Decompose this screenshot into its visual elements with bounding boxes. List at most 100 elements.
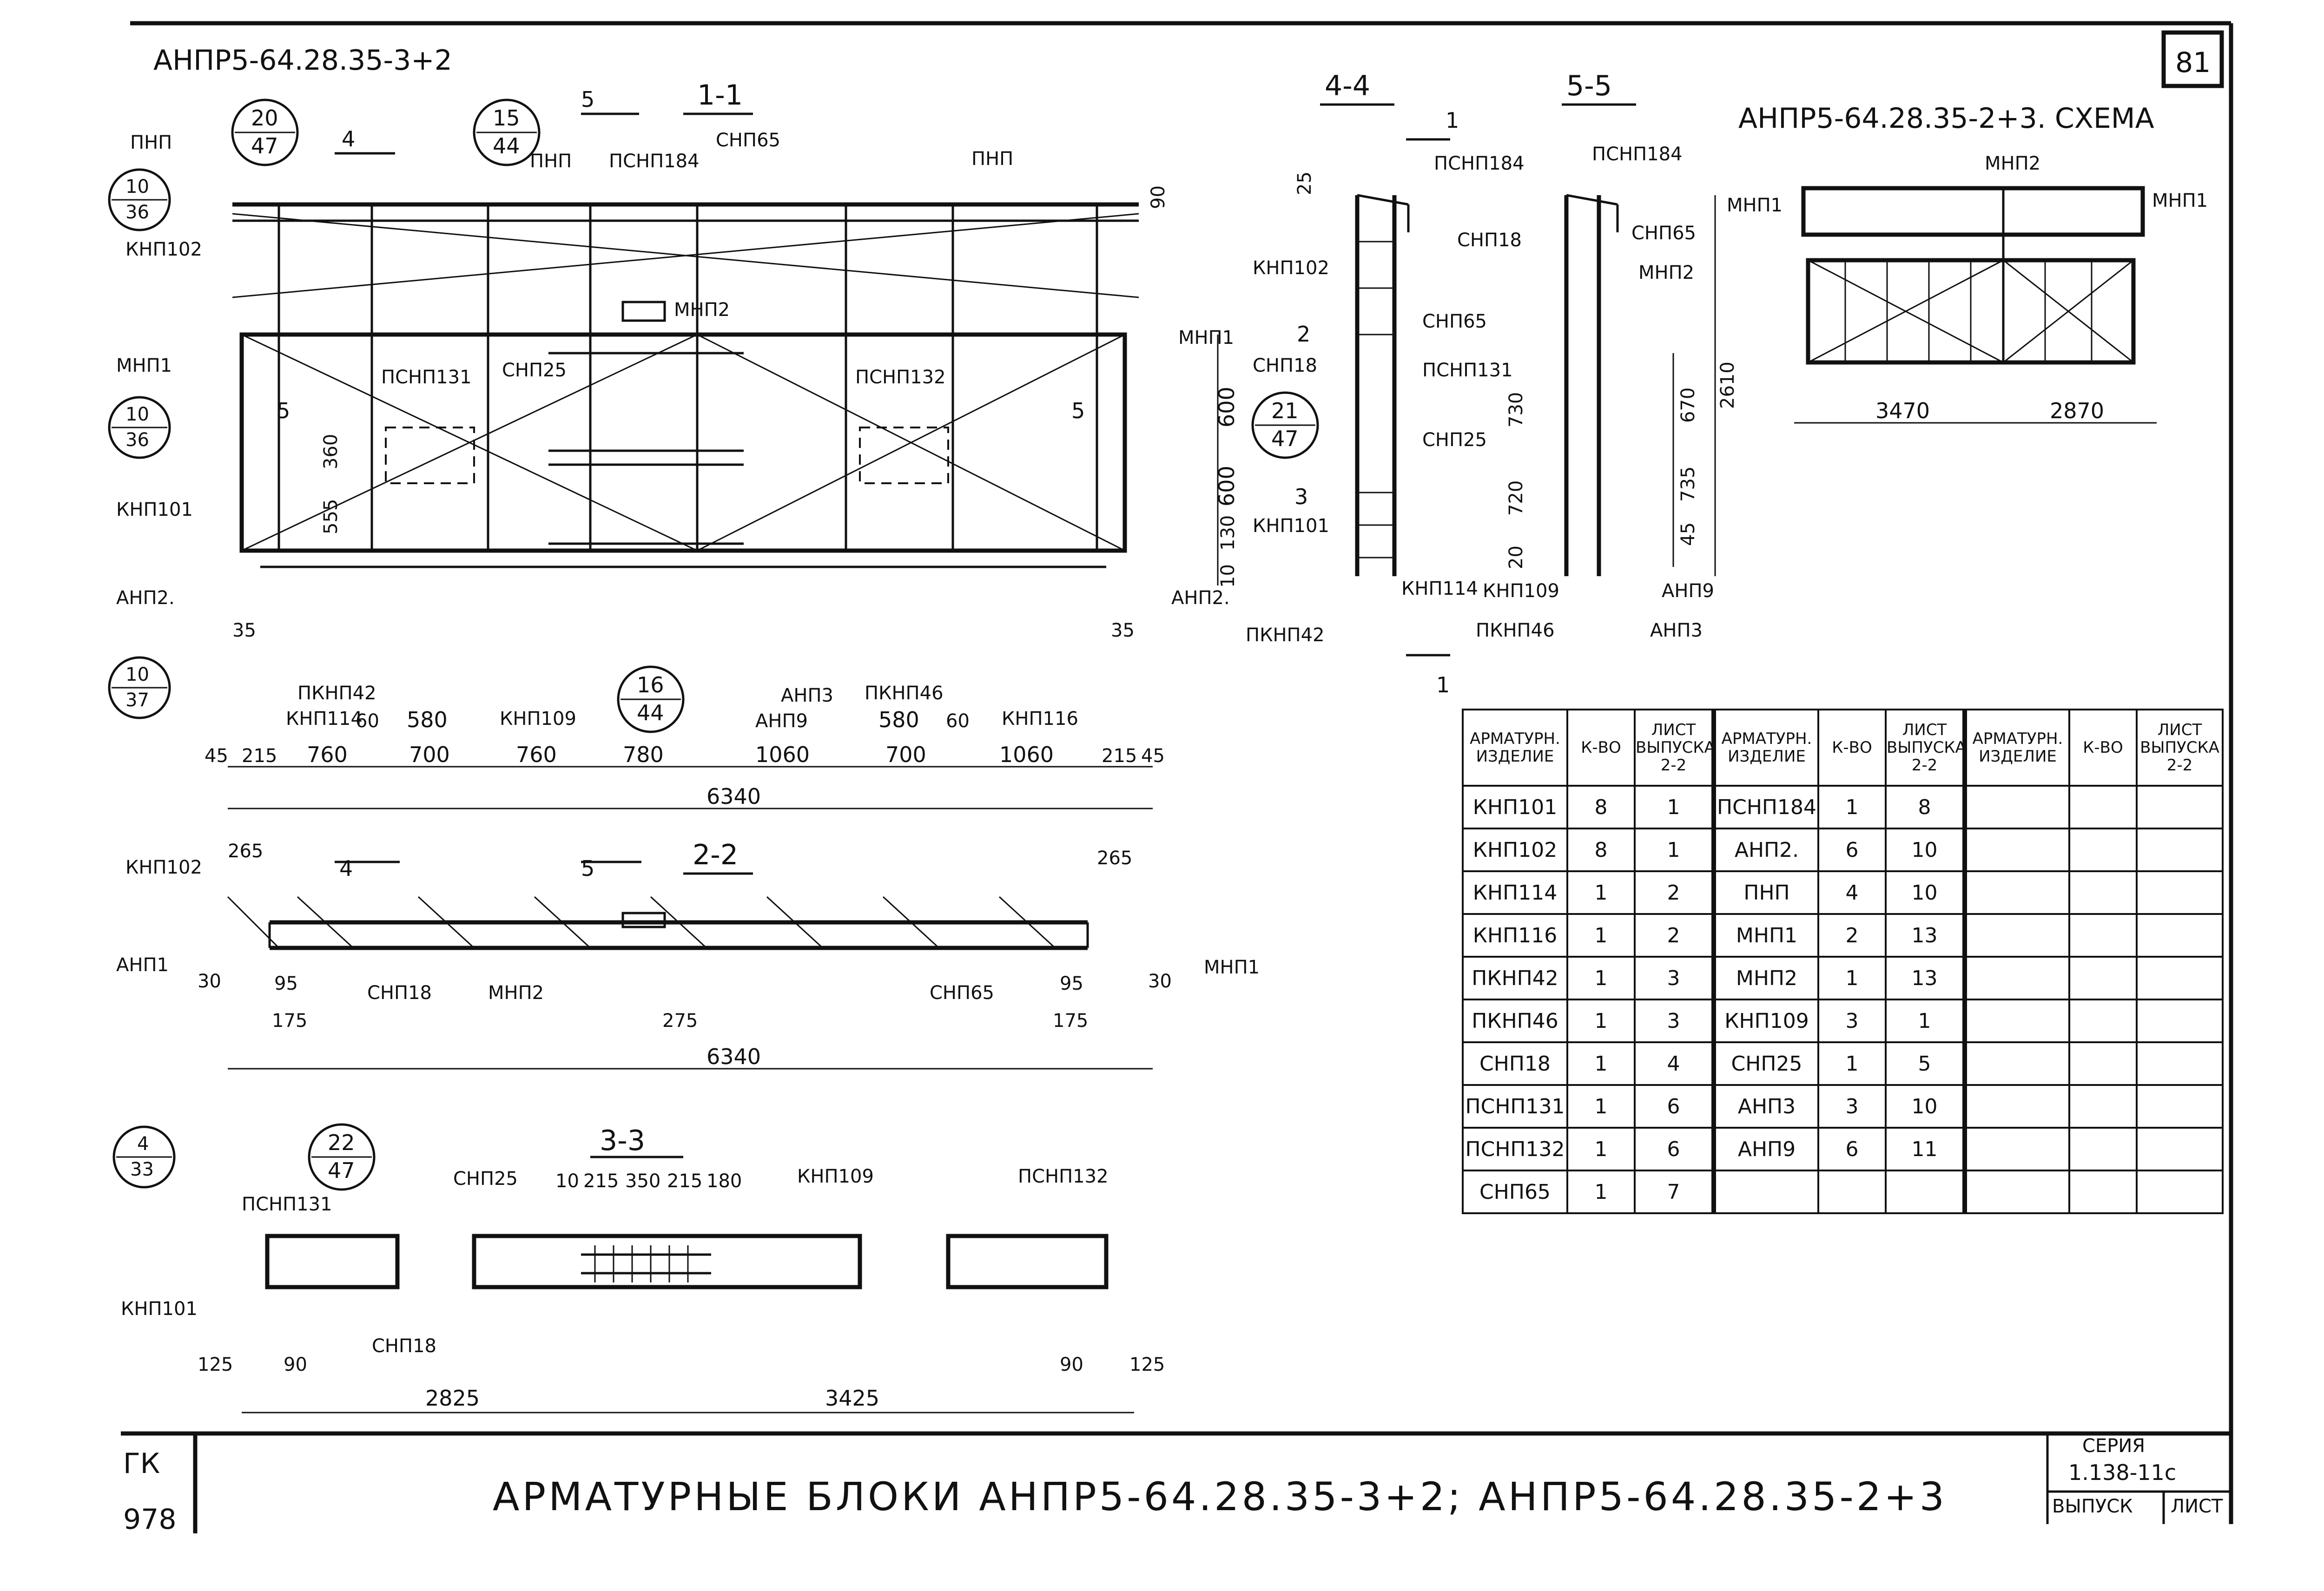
svg-text:175: 175: [1053, 1010, 1088, 1032]
label-snp18-s55: СНП18: [1457, 230, 1522, 251]
label-psnp131-s33: ПСНП131: [242, 1194, 332, 1215]
table-cell: 1: [1566, 1084, 1636, 1129]
reinforcement-spec-table: АРМАТУРН. ИЗДЕЛИЕ К-ВО ЛИСТ ВЫПУСКА 2-2 …: [1462, 709, 2224, 1214]
table-cell: [1962, 913, 2070, 958]
table-cell: 4: [1634, 1041, 1715, 1086]
svg-text:6340: 6340: [706, 784, 761, 809]
svg-text:700: 700: [409, 742, 450, 767]
svg-text:580: 580: [407, 707, 448, 732]
svg-text:20: 20: [251, 105, 278, 131]
svg-text:60: 60: [946, 710, 970, 732]
label-snp65-s22: СНП65: [930, 982, 994, 1004]
table-cell: [1962, 870, 2070, 915]
svg-text:350: 350: [625, 1170, 660, 1192]
table-cell: ПКНП46: [1462, 999, 1568, 1043]
label-anp3-s55: АНП3: [1650, 620, 1703, 641]
label-anp1-s22: АНП1: [116, 954, 169, 976]
svg-text:760: 760: [307, 742, 348, 767]
table-header-row: АРМАТУРН. ИЗДЕЛИЕ К-ВО ЛИСТ ВЫПУСКА 2-2 …: [1462, 709, 2224, 787]
section-5-5-title: 5-5: [1566, 70, 1612, 102]
label-knp102: КНП102: [125, 239, 202, 260]
label-knp101: КНП101: [116, 499, 193, 520]
label-mnp1-scheme-left: МНП1: [1727, 195, 1783, 216]
table-cell: 1: [1566, 956, 1636, 1000]
table-cell: 1: [1566, 870, 1636, 915]
table-cell: АНП9: [1711, 1127, 1819, 1171]
table-cell: 6: [1634, 1084, 1715, 1129]
table-cell: 11: [1885, 1127, 1966, 1171]
svg-text:60: 60: [356, 710, 379, 732]
svg-text:10: 10: [1217, 564, 1239, 588]
table-cell: [2068, 828, 2138, 872]
marker-5-c: 5: [1071, 398, 1085, 423]
table-cell: 6: [1817, 1127, 1887, 1171]
table-cell: 1: [1817, 956, 1887, 1000]
sheet-label: ЛИСТ: [2171, 1496, 2223, 1517]
svg-text:730: 730: [1505, 392, 1527, 427]
label-knp101-s33: КНП101: [121, 1298, 198, 1320]
label-knp101-s44: КНП101: [1253, 515, 1329, 537]
table-cell: ПСНП131: [1462, 1084, 1568, 1129]
svg-text:760: 760: [516, 742, 557, 767]
svg-text:720: 720: [1505, 480, 1527, 516]
section-4-4-drawing: 4-4 1 1 2 3: [1294, 70, 1459, 697]
table-cell: МНП2: [1711, 956, 1819, 1000]
svg-text:275: 275: [662, 1010, 698, 1032]
svg-text:16: 16: [637, 672, 664, 697]
dim-25-s44: 25: [1294, 171, 1315, 195]
svg-text:580: 580: [878, 707, 919, 732]
label-mnp1-s22: МНП1: [1204, 957, 1260, 978]
svg-text:6340: 6340: [706, 1044, 761, 1069]
label-snp25: СНП25: [502, 360, 567, 381]
table-cell: 13: [1885, 913, 1966, 958]
label-pknp42-s44: ПКНП42: [1246, 625, 1325, 646]
header-item-3: АРМАТУРН. ИЗДЕЛИЕ: [1962, 709, 2070, 787]
callout-10-37: 10 37: [108, 656, 171, 719]
table-cell: [2136, 828, 2224, 872]
label-knp109-s55: КНП109: [1483, 580, 1559, 602]
svg-text:4: 4: [137, 1133, 149, 1155]
table-cell: [2136, 913, 2224, 958]
table-cell: 6: [1634, 1127, 1715, 1171]
svg-text:700: 700: [885, 742, 926, 767]
section-2-2-title: 2-2: [693, 839, 738, 871]
table-cell: 6: [1817, 828, 1887, 872]
svg-text:45: 45: [205, 745, 228, 767]
table-cell: КНП102: [1462, 828, 1568, 872]
table-cell: КНП109: [1711, 999, 1819, 1043]
table-cell: 3: [1817, 999, 1887, 1043]
label-pnp-right: ПНП: [971, 148, 1013, 170]
table-cell: ПСНП184: [1711, 785, 1819, 829]
svg-text:4: 4: [339, 856, 353, 881]
header-qty-1: К-ВО: [1566, 709, 1636, 787]
dimension-chain-2-2: 265 265 30 30 95 95 175 175 275 6340: [198, 841, 1172, 1069]
table-cell: СНП25: [1711, 1041, 1819, 1086]
svg-text:125: 125: [198, 1354, 233, 1375]
top-block-title: АНПР5-64.28.35-3+2: [153, 44, 452, 77]
dimension-chain-1-1: 45 215 760 700 760 780 1060 700 1060 215…: [205, 185, 1239, 809]
svg-text:35: 35: [1111, 620, 1135, 641]
table-cell: АНП2.: [1711, 828, 1819, 872]
table-cell: [1962, 956, 2070, 1000]
label-mnp1-right: МНП1: [1178, 327, 1234, 348]
svg-text:22: 22: [328, 1130, 355, 1155]
svg-text:780: 780: [623, 742, 664, 767]
label-snp65-s44: СНП65: [1422, 311, 1487, 332]
label-mnp2-s22: МНП2: [488, 982, 544, 1004]
table-cell: [1711, 1170, 1819, 1214]
section-3-3-title: 3-3: [600, 1124, 645, 1157]
svg-text:265: 265: [228, 841, 263, 862]
svg-text:2: 2: [1297, 322, 1310, 347]
svg-text:33: 33: [130, 1159, 154, 1180]
table-cell: 1: [1566, 1127, 1636, 1171]
svg-text:1: 1: [1446, 108, 1459, 133]
table-cell: 1: [1817, 785, 1887, 829]
callout-16-44: 16 44: [617, 665, 685, 733]
scheme-drawing: [1794, 186, 2157, 424]
table-cell: 5: [1885, 1041, 1966, 1086]
table-cell: 13: [1885, 956, 1966, 1000]
